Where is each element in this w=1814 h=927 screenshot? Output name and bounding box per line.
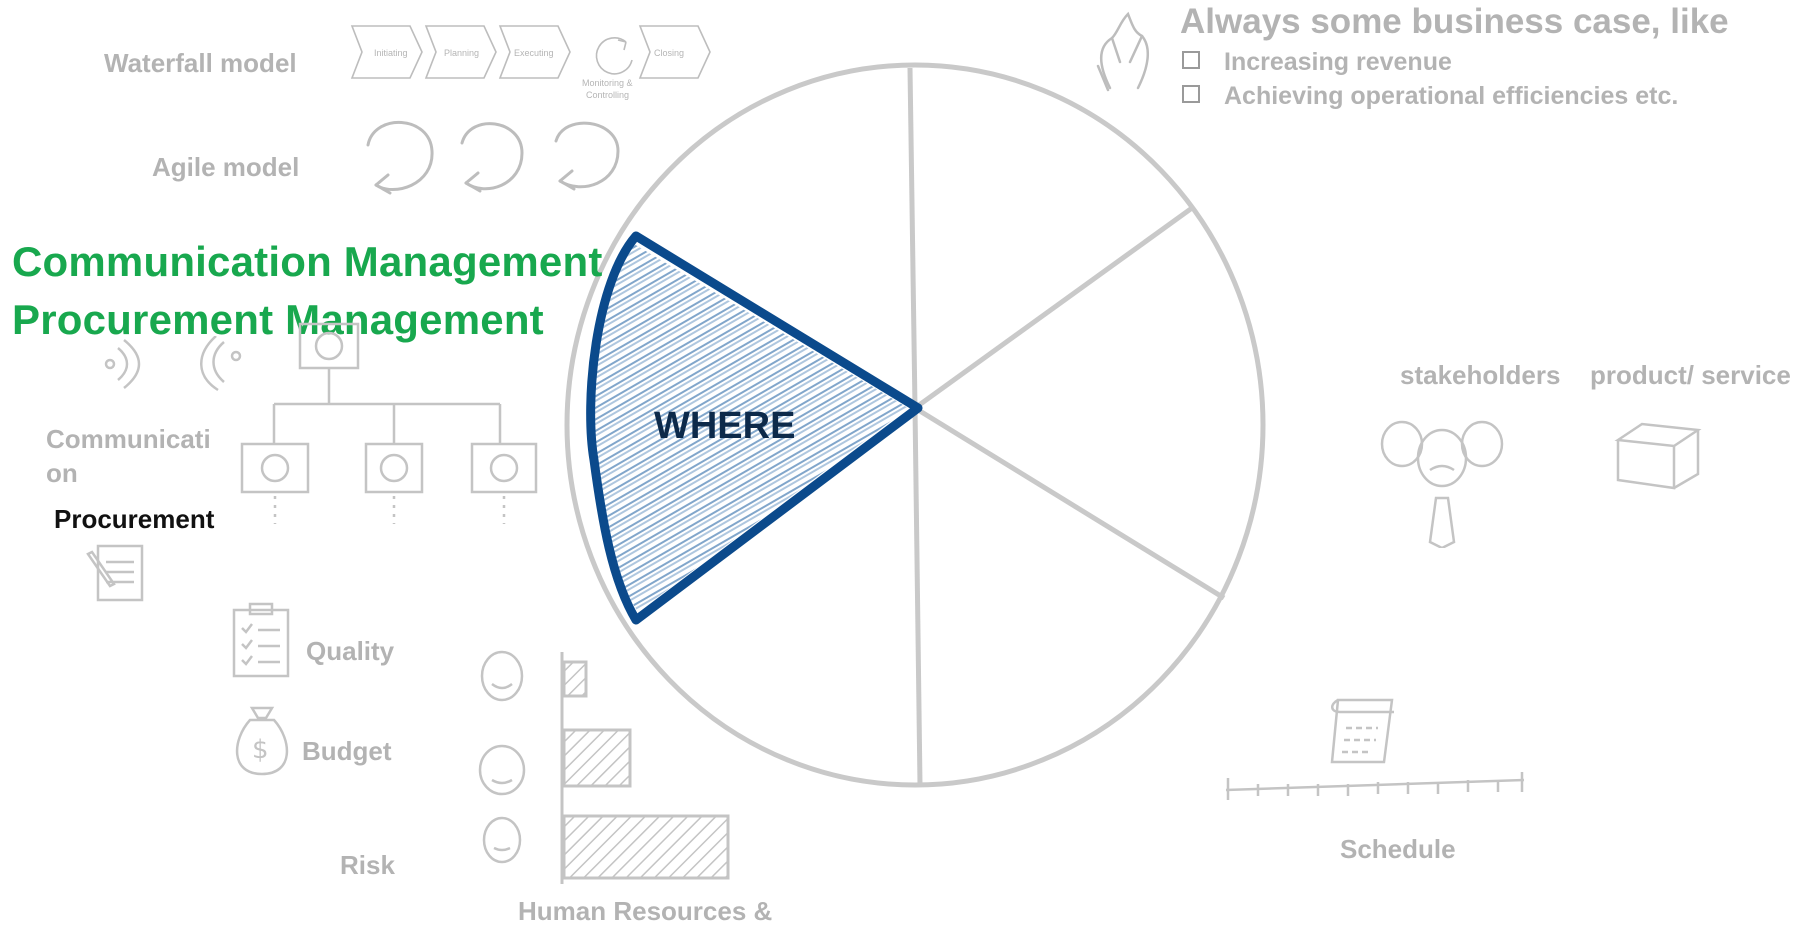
communication-label-line2: on	[46, 458, 78, 488]
human-resources-label: Human Resources &	[518, 896, 773, 926]
agile-model-label: Agile model	[152, 152, 300, 182]
sound-waves-icon	[104, 336, 242, 392]
stage-planning: Planning	[444, 48, 479, 58]
dollar-sign: $	[252, 735, 269, 765]
money-bag-icon: $	[235, 706, 289, 776]
active-segment-label: WHERE	[654, 405, 795, 447]
box-icon	[1614, 422, 1702, 490]
stage-initiating: Initiating	[374, 48, 408, 58]
product-service-label: product/ service	[1590, 360, 1791, 390]
stage-monitoring-2: Controlling	[586, 90, 629, 100]
stage-monitoring-1: Monitoring &	[582, 78, 633, 88]
org-chart-icon	[240, 322, 538, 524]
calendar-icon	[1330, 698, 1394, 764]
wheel-outline	[564, 62, 1266, 788]
idea-bulb-icon	[1096, 11, 1150, 92]
budget-label: Budget	[302, 736, 392, 766]
procurement-label: Procurement	[54, 504, 215, 534]
agile-cycle-icon	[366, 121, 620, 195]
timeline-icon	[1225, 772, 1525, 800]
faces-icon	[478, 650, 526, 864]
active-segment-fill	[591, 244, 908, 612]
waterfall-model-label: Waterfall model	[104, 48, 297, 78]
document-pen-icon	[86, 544, 144, 602]
active-segment-outline[interactable]	[586, 231, 923, 625]
schedule-label: Schedule	[1340, 834, 1456, 864]
business-case-item-1-text: Increasing revenue	[1224, 48, 1452, 76]
checkbox-icon	[1182, 85, 1200, 103]
business-case-item-2: Achieving operational efficiencies etc.	[1182, 82, 1678, 111]
communication-management-title: Communication Management	[12, 238, 603, 285]
business-case-title: Always some business case, like	[1180, 2, 1729, 41]
bar-chart-icon	[560, 652, 730, 884]
stage-closing: Closing	[654, 48, 684, 58]
wheel-dividers	[907, 67, 1226, 786]
risk-label: Risk	[340, 850, 395, 880]
checkbox-icon	[1182, 51, 1200, 69]
business-case-item-1: Increasing revenue	[1182, 48, 1452, 77]
stakeholders-label: stakeholders	[1400, 360, 1561, 390]
waterfall-arrows-icon: Initiating Planning Executing Closing Mo…	[350, 25, 711, 100]
procurement-management-title: Procurement Management	[12, 296, 544, 343]
stakeholders-icon	[1380, 420, 1504, 548]
checklist-icon	[232, 602, 290, 678]
stage-executing: Executing	[514, 48, 554, 58]
business-case-item-2-text: Achieving operational efficiencies etc.	[1224, 82, 1679, 110]
quality-label: Quality	[306, 636, 395, 666]
communication-label: Communicati on	[46, 422, 211, 490]
communication-label-line1: Communicati	[46, 424, 211, 454]
